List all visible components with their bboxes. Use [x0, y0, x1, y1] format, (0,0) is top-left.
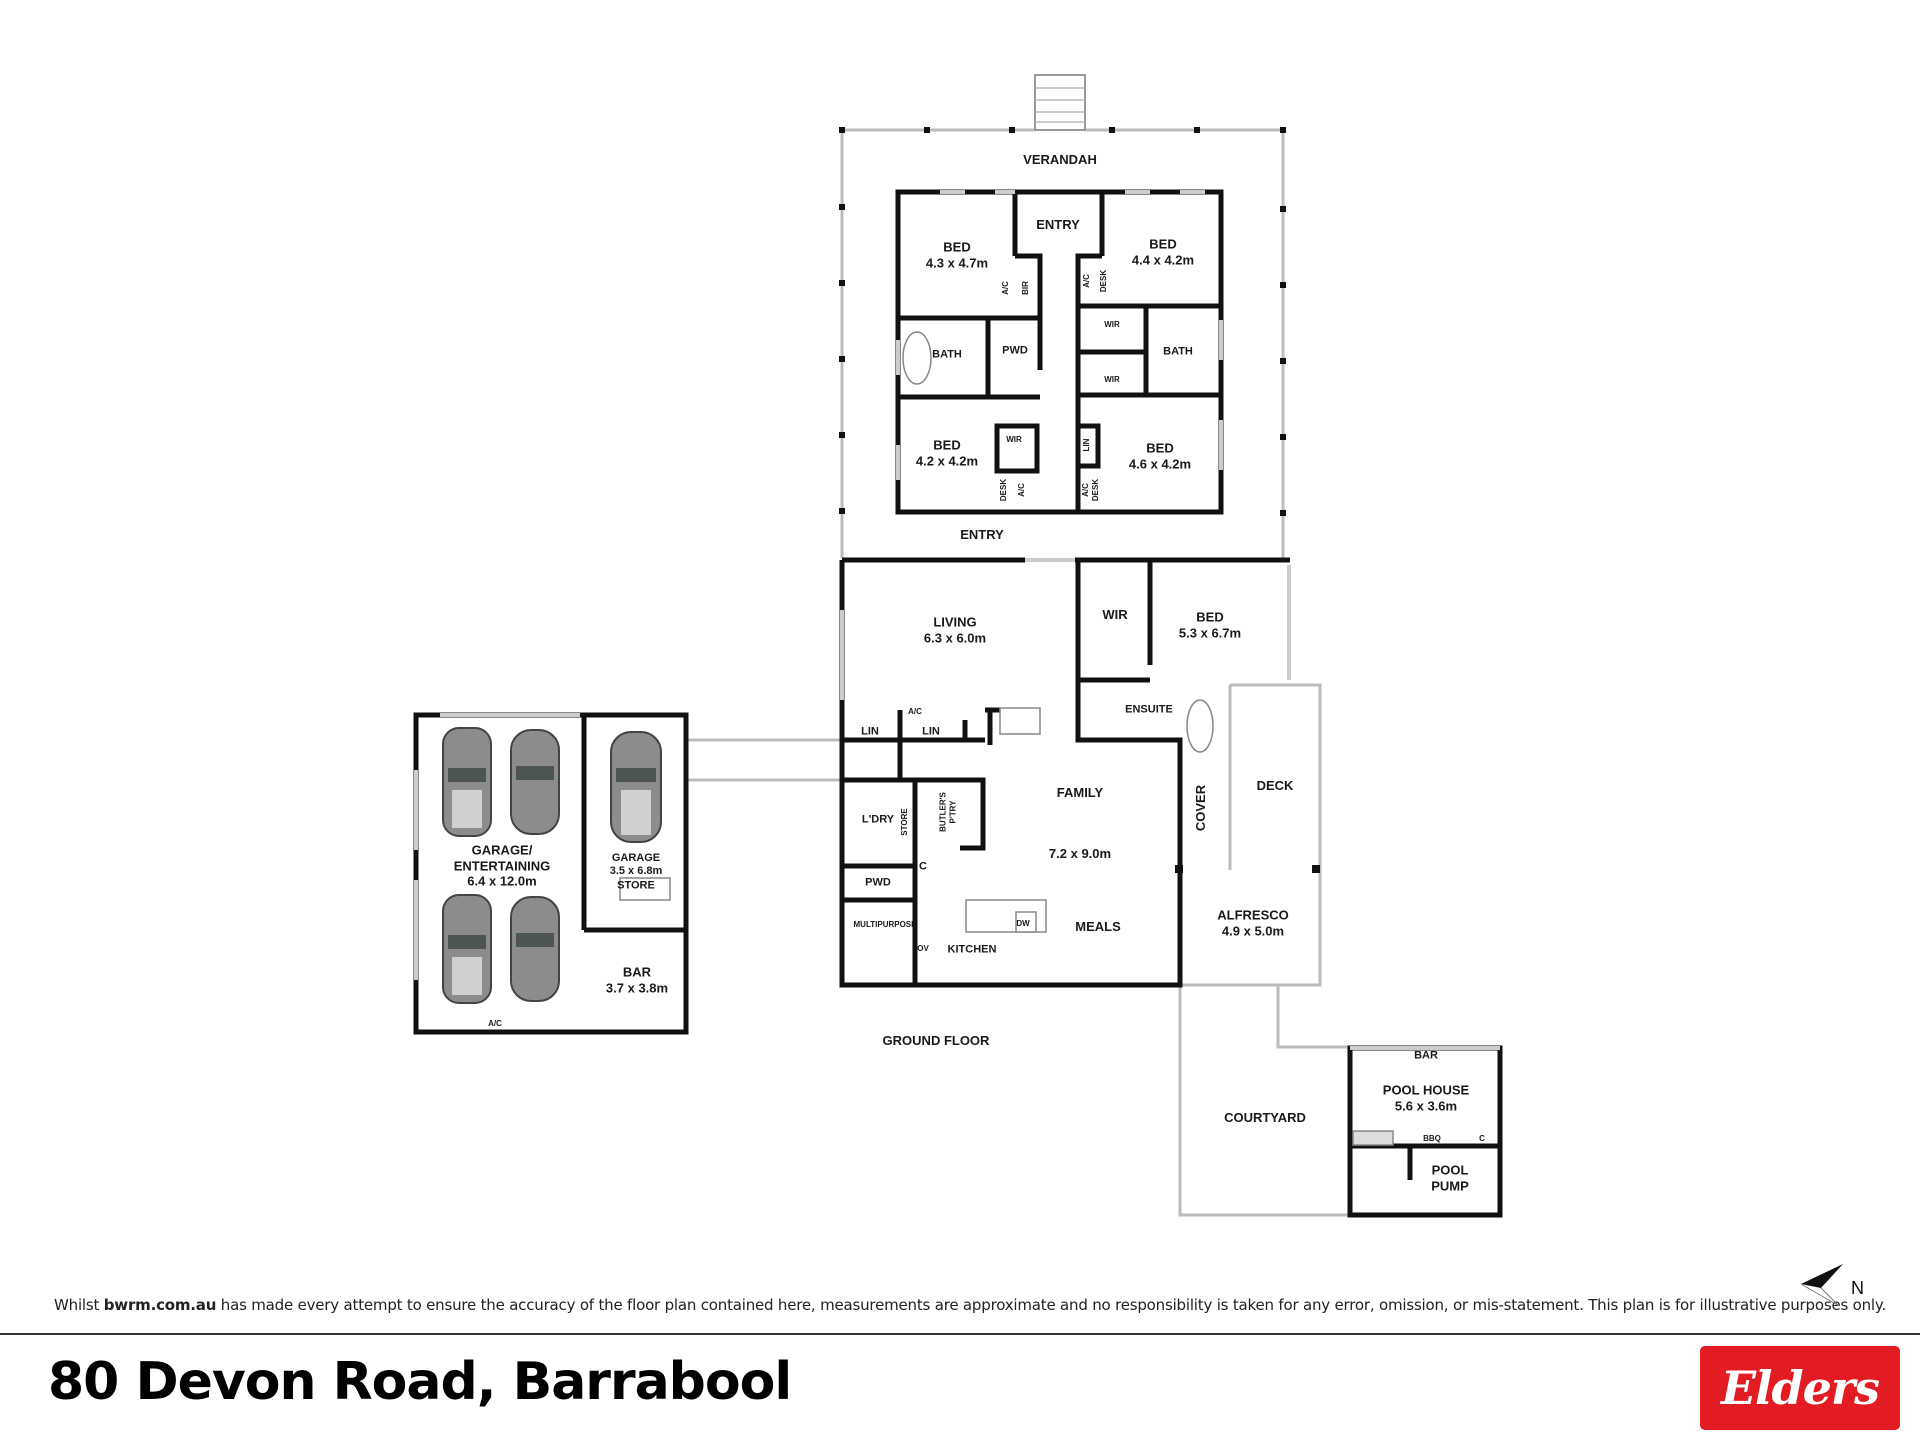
footer-divider: [0, 1333, 1920, 1335]
room-deck: DECK: [1256, 778, 1294, 794]
fixture-wir: WIR: [1104, 320, 1120, 330]
room-pwd-2: PWD: [865, 876, 891, 889]
room-pwd-1: PWD: [1002, 344, 1028, 357]
fixture-lin: LIN: [1082, 438, 1092, 452]
fixture-bir: BIR: [1021, 281, 1031, 295]
fixture-ac: A/C: [1001, 281, 1011, 295]
fixture-ac: A/C: [488, 1019, 502, 1029]
north-compass-icon: N: [1800, 1264, 1864, 1307]
fixture-ac: A/C: [908, 707, 922, 717]
fixture-ac: A/C: [1081, 483, 1091, 497]
room-multipurpose: MULTIPURPOSE: [853, 920, 917, 930]
fixture-desk: DESK: [1099, 269, 1109, 293]
room-ensuite: ENSUITE: [1125, 703, 1173, 716]
fixture-wir: WIR: [1104, 375, 1120, 385]
room-master-wir: WIR: [1102, 607, 1128, 623]
room-family-dims: 7.2 x 9.0m: [1048, 846, 1112, 862]
floor-label: GROUND FLOOR: [882, 1033, 990, 1049]
fixture-ac: A/C: [1082, 274, 1092, 288]
room-bath-1: BATH: [932, 348, 962, 361]
room-bath-2: BATH: [1163, 345, 1193, 358]
fixture-ac: A/C: [1017, 483, 1027, 497]
disclaimer-site: bwrm.com.au: [103, 1296, 217, 1314]
fixture-lin: LIN: [861, 725, 879, 738]
room-family: FAMILY: [1056, 785, 1104, 801]
fixture-ov: OV: [917, 944, 929, 954]
fixture-c: C: [919, 860, 927, 873]
elders-logo: Elders: [1700, 1346, 1900, 1430]
fixture-lin: LIN: [922, 725, 940, 738]
disclaimer-text: Whilst bwrm.com.au has made every attemp…: [54, 1296, 1887, 1314]
room-entry-front: ENTRY: [1036, 217, 1080, 233]
fixture-desk: DESK: [1091, 478, 1101, 502]
room-garage-store: STORE: [617, 879, 655, 892]
room-store: STORE: [900, 808, 910, 836]
room-courtyard: COURTYARD: [1224, 1110, 1306, 1126]
property-address: 80 Devon Road, Barrabool: [48, 1352, 792, 1412]
logo-text: Elders: [1720, 1361, 1880, 1415]
room-cover: COVER: [1193, 784, 1209, 832]
fixture-wir: WIR: [1006, 435, 1022, 445]
room-entry-rear: ENTRY: [960, 527, 1004, 543]
room-laundry: L'DRY: [861, 813, 895, 826]
fixture-bbq: BBQ: [1423, 1134, 1441, 1144]
fixture-dw: DW: [1016, 919, 1030, 929]
compass-label: N: [1851, 1278, 1864, 1298]
fixture-desk: DESK: [999, 478, 1009, 502]
floor-plan-drawing: [413, 74, 1503, 1218]
room-verandah: VERANDAH: [1023, 152, 1097, 168]
fixture-c: C: [1479, 1134, 1485, 1144]
room-pool-house-bar: BAR: [1414, 1049, 1438, 1062]
room-kitchen: KITCHEN: [947, 943, 997, 956]
room-meals: MEALS: [1075, 919, 1121, 935]
